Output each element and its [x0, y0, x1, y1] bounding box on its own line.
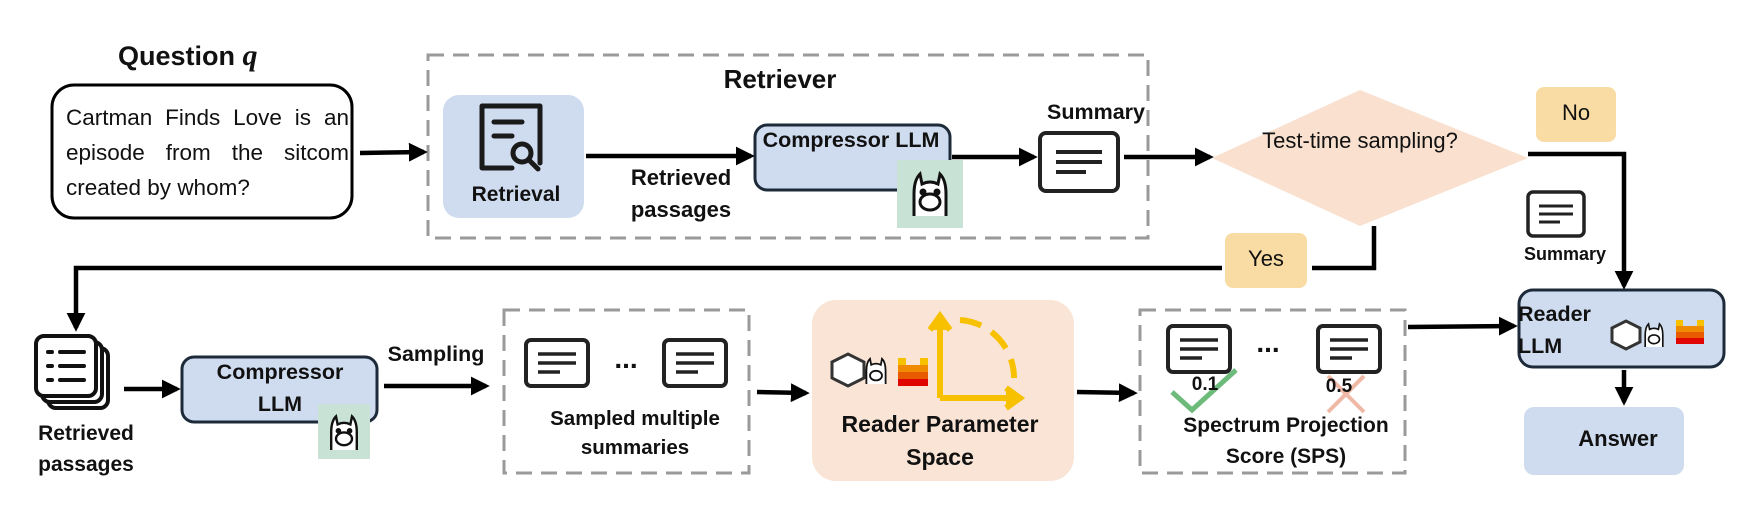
sps-label: Spectrum Projection Score (SPS) — [1183, 414, 1389, 468]
arrow-question-to-retrieval — [359, 142, 428, 162]
no-label: No — [1561, 100, 1591, 125]
sps-lines-1 — [1180, 338, 1218, 360]
ellipsis-sps: ... — [1256, 327, 1280, 358]
document-search-icon — [479, 103, 543, 172]
parameter-axes-icon — [927, 310, 1026, 411]
llama-icon — [329, 413, 359, 451]
yes-label: Yes — [1248, 246, 1284, 271]
sps-lines-2 — [1330, 338, 1368, 360]
llama-icon — [865, 356, 887, 385]
answer-label: Answer — [1578, 426, 1658, 451]
sampled-lines-2 — [676, 352, 714, 374]
retriever-region — [426, 53, 1150, 240]
arrow-yes-to-passages — [1312, 226, 1377, 271]
llama-icon — [1644, 322, 1664, 348]
mistral-logo-icon — [898, 358, 928, 386]
arrow-sampled-to-space — [756, 383, 810, 403]
question-title: Question q — [118, 39, 258, 72]
arrow-space-to-sps — [1076, 383, 1138, 403]
retrieved-passages-label-top: Retrieved passages — [630, 165, 732, 222]
no-tag — [1536, 87, 1616, 142]
summary-label-small: Summary — [1523, 244, 1607, 264]
retriever-title: Retriever — [723, 64, 837, 94]
sampled-summaries-label: Sampled multiple summaries — [550, 407, 720, 459]
retrieval-label: Retrieval — [471, 183, 561, 206]
question-text: Cartman Finds Love is an episode from th… — [66, 105, 349, 200]
decision-text: Test-time sampling? — [1262, 128, 1458, 153]
cross-icon — [1326, 374, 1366, 414]
sampled-summaries-region — [502, 308, 751, 475]
question-box — [50, 83, 354, 220]
arrow-no-to-reader — [1528, 151, 1634, 290]
arrow-sps-to-reader — [1407, 316, 1518, 336]
retrieved-passages-label-bottom: Retrieved passages — [38, 422, 134, 476]
sampling-label: Sampling — [387, 342, 485, 366]
llama-icon — [912, 170, 948, 216]
reader-llm-label: Reader LLM — [1518, 302, 1591, 358]
summary-lines-top — [1056, 150, 1102, 174]
yes-tag — [1225, 233, 1307, 288]
score-bad: 0.5 — [1325, 376, 1353, 397]
model-logo-icon — [1610, 319, 1642, 351]
compressor-label-top: Compressor LLM — [762, 128, 940, 152]
passages-list-lines — [46, 350, 86, 382]
sampled-lines-1 — [538, 352, 576, 374]
summary-lines-small — [1539, 204, 1573, 224]
reader-logos-group — [1610, 319, 1704, 351]
arrow-yes-line — [66, 265, 1222, 332]
mistral-logo-icon — [1676, 320, 1704, 344]
reader-space-label: Reader Parameter Space — [841, 411, 1039, 470]
summary-label-top: Summary — [1047, 100, 1145, 124]
passages-stack-icon — [34, 334, 110, 410]
model-logo-icon — [830, 352, 866, 388]
model-logos-group — [830, 352, 928, 388]
ellipsis-sampled: ... — [614, 343, 638, 374]
sps-region — [1138, 308, 1407, 475]
score-good: 0.1 — [1191, 374, 1219, 395]
decision-diamond — [1212, 90, 1528, 226]
answer-box — [1524, 407, 1684, 475]
arrows — [66, 142, 1634, 406]
check-icon — [1170, 368, 1238, 414]
compressor-label-bottom: Compressor LLM — [216, 360, 344, 416]
